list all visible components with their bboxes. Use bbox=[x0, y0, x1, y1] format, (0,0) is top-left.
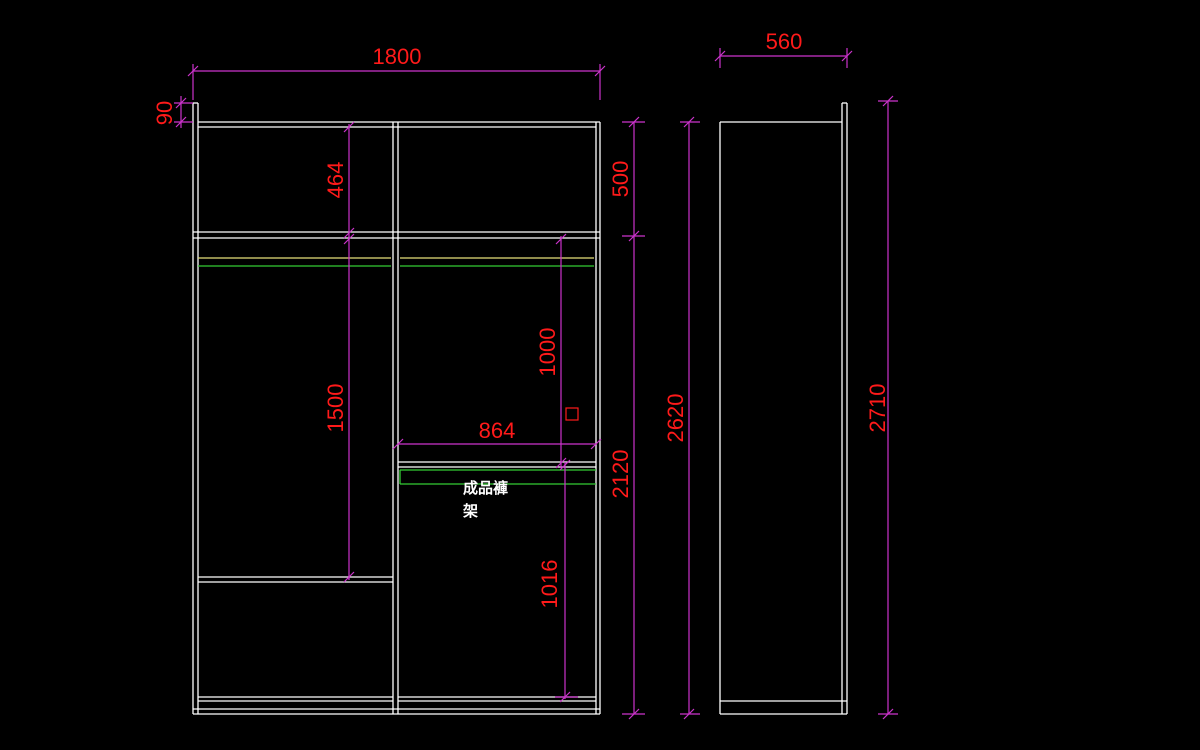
dim-tick bbox=[628, 116, 640, 128]
dim-text-overall-width: 1800 bbox=[373, 44, 422, 69]
dim-text-left-hanging: 1500 bbox=[323, 384, 348, 433]
dim-tick bbox=[882, 95, 894, 107]
dim-text-right-hanging-lower: 1016 bbox=[537, 560, 562, 609]
dim-tick bbox=[187, 65, 199, 77]
dim-text-top-ledge: 90 bbox=[152, 101, 177, 125]
front-dimensions: 1800 90 464 1500 1000 864 1016 bbox=[152, 44, 700, 720]
dim-text-upper-compartment: 464 bbox=[323, 162, 348, 199]
dim-tick bbox=[590, 438, 602, 450]
dim-tick bbox=[343, 227, 355, 239]
dim-text-right-hanging-upper: 1000 bbox=[535, 328, 560, 377]
dim-text-pants-rack-width: 864 bbox=[479, 418, 516, 443]
dim-tick bbox=[555, 233, 567, 245]
dim-tick bbox=[594, 65, 606, 77]
dim-tick bbox=[882, 708, 894, 720]
marker-square-icon bbox=[565, 407, 579, 421]
pants-rack-label-line1: 成品褲 bbox=[463, 479, 508, 497]
dim-text-side-depth: 560 bbox=[766, 29, 803, 54]
pants-rack-label-line2: 架 bbox=[462, 502, 478, 520]
dim-tick bbox=[683, 708, 695, 720]
dim-tick bbox=[175, 116, 187, 128]
dim-tick bbox=[343, 233, 355, 245]
dim-text-cabinet-height: 2620 bbox=[663, 394, 688, 443]
dim-tick bbox=[559, 459, 571, 471]
dim-tick bbox=[683, 116, 695, 128]
front-elevation bbox=[192, 102, 601, 715]
dim-tick bbox=[343, 571, 355, 583]
side-elevation bbox=[719, 102, 848, 715]
dim-tick bbox=[175, 97, 187, 109]
dim-tick bbox=[841, 50, 853, 62]
dim-tick bbox=[714, 50, 726, 62]
dim-tick bbox=[628, 708, 640, 720]
dim-text-upper-section: 500 bbox=[608, 161, 633, 198]
dim-tick bbox=[555, 457, 567, 469]
dim-text-total-height: 2710 bbox=[865, 384, 890, 433]
dim-tick bbox=[392, 438, 404, 450]
dim-text-lower-section: 2120 bbox=[608, 450, 633, 499]
dim-tick bbox=[343, 121, 355, 133]
side-dimensions: 560 2710 bbox=[714, 29, 898, 720]
